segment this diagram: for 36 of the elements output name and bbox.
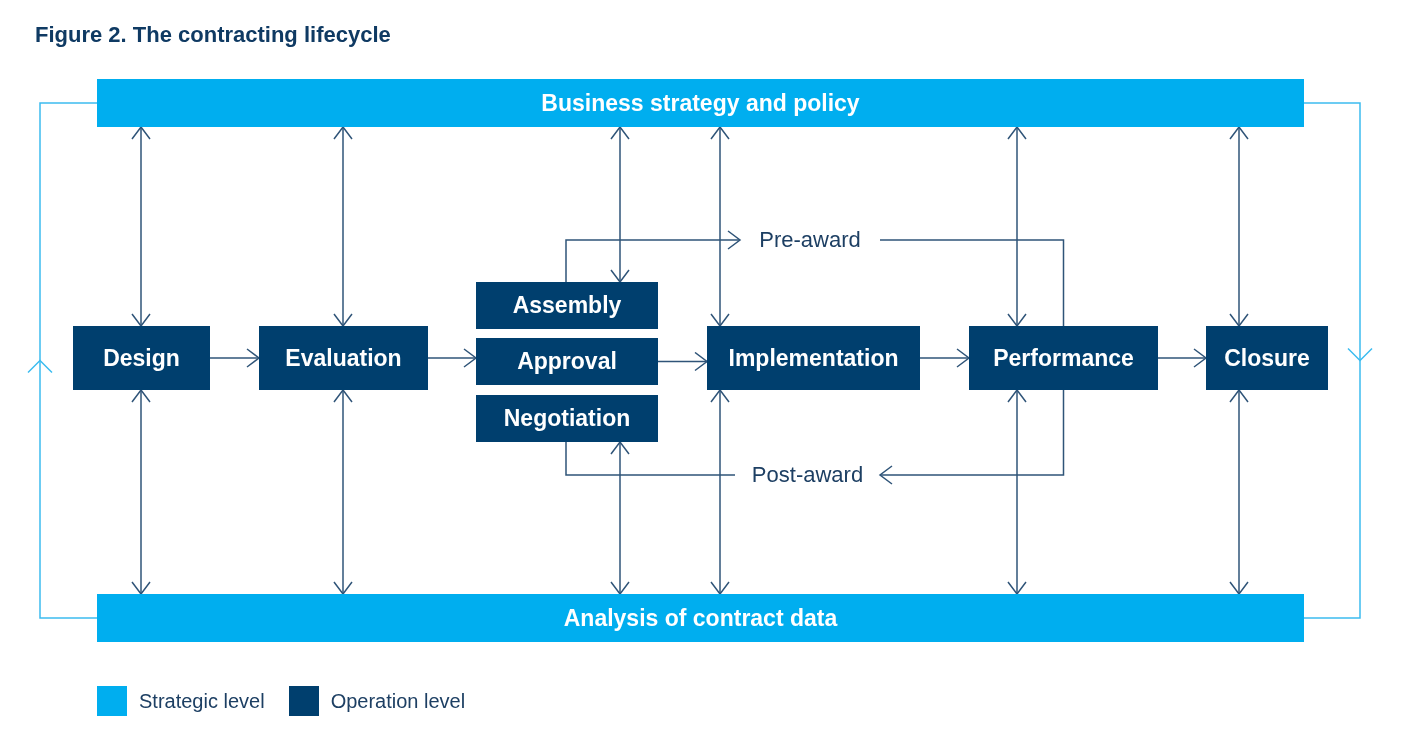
arrow (427, 348, 477, 368)
arrow (1007, 126, 1027, 327)
figure-title: Figure 2. The contracting lifecycle (35, 22, 391, 48)
stage-box: Closure (1206, 326, 1328, 390)
connector-line (565, 441, 736, 476)
stage-box: Negotiation (476, 395, 658, 442)
legend-text: Strategic level (139, 689, 265, 713)
arrow (919, 348, 970, 368)
stage-box: Performance (969, 326, 1158, 390)
arrow (710, 389, 730, 595)
arrow (209, 348, 260, 368)
stage-box: Approval (476, 338, 658, 385)
arrow (1229, 126, 1249, 327)
stage-box: Design (73, 326, 210, 390)
stage-label: Pre-award (740, 224, 880, 256)
arrow (1229, 389, 1249, 595)
arrow (1157, 348, 1207, 368)
stage-box: Assembly (476, 282, 658, 329)
stage-label: Post-award (735, 459, 880, 491)
arrow (333, 389, 353, 595)
arrow (657, 351, 708, 372)
arrow (879, 389, 1065, 485)
arrow (565, 230, 741, 283)
arrow (1007, 389, 1027, 595)
arrow (610, 441, 630, 595)
legend-text: Operation level (330, 689, 466, 713)
stage-box: Evaluation (259, 326, 428, 390)
arrow (131, 389, 151, 595)
arrow (333, 126, 353, 327)
strategic-level-bar: Business strategy and policy (97, 79, 1304, 127)
arrow (131, 126, 151, 327)
strategic-level-bar: Analysis of contract data (97, 594, 1304, 642)
arrow (710, 126, 730, 327)
arrow (610, 126, 630, 283)
stage-box: Implementation (707, 326, 920, 390)
connector-line (879, 239, 1065, 327)
